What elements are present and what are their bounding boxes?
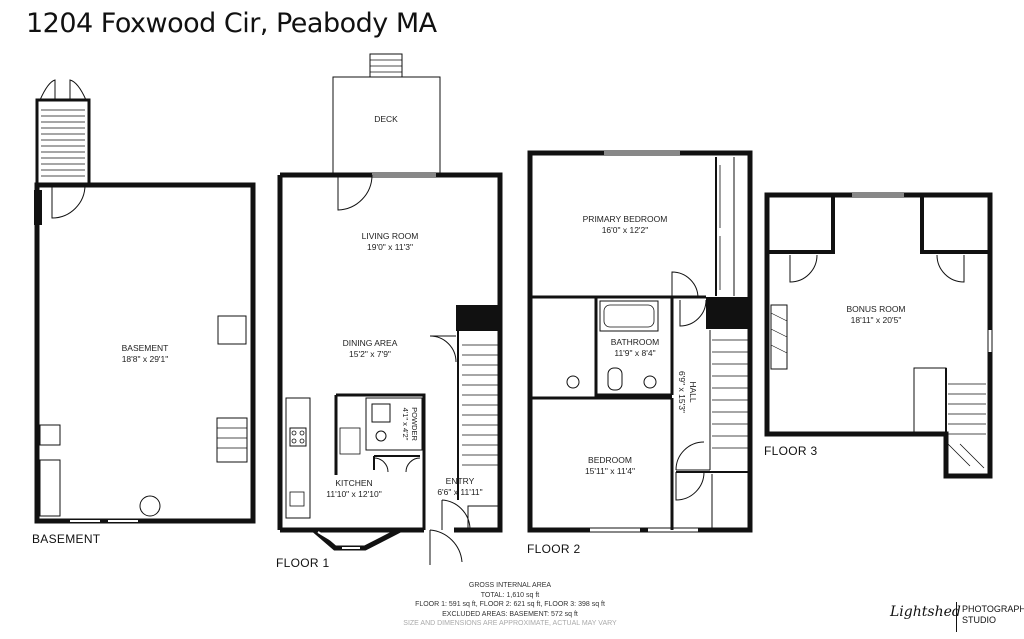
room-dims: 11'10" x 12'10" xyxy=(326,489,382,499)
room-dims: 15'2" x 7'9" xyxy=(349,349,391,359)
area-disclaimer: SIZE AND DIMENSIONS ARE APPROXIMATE, ACT… xyxy=(403,620,617,627)
brand-line1: PHOTOGRAPHY xyxy=(962,604,1024,614)
room-label-kitchen: KITCHEN 11'10" x 12'10" xyxy=(304,478,404,500)
room-label-primary-bedroom: PRIMARY BEDROOM 16'0" x 12'2" xyxy=(570,214,680,236)
room-name: PRIMARY BEDROOM xyxy=(582,214,668,224)
brand-line2: STUDIO xyxy=(962,615,997,625)
room-label-deck: DECK xyxy=(356,114,416,125)
room-name: KITCHEN xyxy=(335,478,373,488)
floor-label-basement: BASEMENT xyxy=(32,532,101,546)
room-dims: 18'8" x 29'1" xyxy=(121,354,169,364)
page-title: 1204 Foxwood Cir, Peabody MA xyxy=(26,8,437,39)
room-name: BONUS ROOM xyxy=(846,304,906,314)
brand-divider xyxy=(956,602,957,632)
room-dims: 6'6" x 11'11" xyxy=(437,487,483,497)
room-name: POWDER xyxy=(410,407,419,441)
area-floors: FLOOR 1: 591 sq ft, FLOOR 2: 621 sq ft, … xyxy=(415,601,605,608)
area-summary: GROSS INTERNAL AREA TOTAL: 1,610 sq ft F… xyxy=(360,581,660,629)
room-dims: 16'0" x 12'2" xyxy=(601,225,649,235)
room-dims: 4'1" x 4'2" xyxy=(401,407,410,441)
room-label-dining-area: DINING AREA 15'2" x 7'9" xyxy=(320,338,420,360)
room-label-bonus-room: BONUS ROOM 18'11" x 20'5" xyxy=(826,304,926,326)
room-label-basement: BASEMENT 18'8" x 29'1" xyxy=(100,343,190,365)
floor-label-floor3: FLOOR 3 xyxy=(764,444,818,458)
floor2-plan xyxy=(527,150,753,533)
room-name: ENTRY xyxy=(445,476,475,486)
room-label-powder: POWDER 4'1" x 4'2" xyxy=(401,394,419,454)
room-name: HALL xyxy=(688,381,698,403)
deck xyxy=(332,76,441,174)
basement-exterior-stair xyxy=(35,98,91,187)
area-heading: GROSS INTERNAL AREA xyxy=(468,582,552,589)
room-dims: 19'0" x 11'3" xyxy=(367,242,413,252)
room-name: DECK xyxy=(374,114,398,124)
area-excluded: EXCLUDED AREAS: BASEMENT: 572 sq ft xyxy=(442,610,578,618)
room-label-hall: HALL 6'9" x 15'3" xyxy=(676,357,698,427)
room-label-bedroom: BEDROOM 15'11" x 11'4" xyxy=(560,455,660,477)
room-label-bathroom: BATHROOM 11'9" x 8'4" xyxy=(598,337,672,359)
floor-label-floor2: FLOOR 2 xyxy=(527,542,581,556)
room-name: BEDROOM xyxy=(588,455,632,465)
floor1-plan xyxy=(277,53,503,565)
room-dims: 6'9" x 15'3" xyxy=(677,371,687,413)
room-label-living-room: LIVING ROOM 19'0" x 11'3" xyxy=(340,231,440,253)
room-dims: 18'11" x 20'5" xyxy=(850,315,902,325)
area-total: TOTAL: 1,610 sq ft xyxy=(480,591,540,599)
room-dims: 11'9" x 8'4" xyxy=(614,348,656,358)
room-name: DINING AREA xyxy=(342,338,398,348)
room-label-entry: ENTRY 6'6" x 11'11" xyxy=(420,476,500,498)
floor3-plan xyxy=(764,192,993,479)
basement-outer-wall xyxy=(34,182,256,524)
room-name: BATHROOM xyxy=(610,337,660,347)
room-name: LIVING ROOM xyxy=(361,231,419,241)
room-dims: 15'11" x 11'4" xyxy=(584,466,636,476)
room-name: BASEMENT xyxy=(121,343,169,353)
brand-script: Lightshed xyxy=(890,604,961,620)
basement-plan xyxy=(34,79,256,524)
brand-text: PHOTOGRAPHY STUDIO xyxy=(962,604,1024,626)
floor-label-floor1: FLOOR 1 xyxy=(276,556,330,570)
